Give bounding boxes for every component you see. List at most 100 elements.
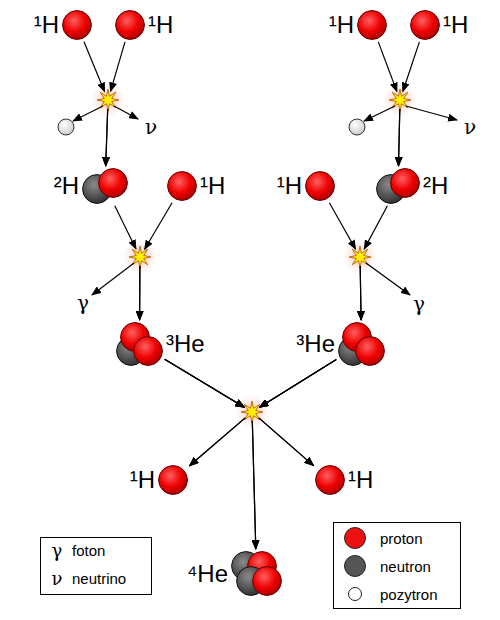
particle-cluster (357, 10, 387, 40)
reaction-arrow (329, 203, 361, 320)
proton-particle (411, 11, 440, 40)
proton-particle (134, 337, 163, 366)
particle-node: ¹H (410, 10, 440, 40)
particle-node: ¹H (62, 10, 92, 40)
particle-cluster (376, 168, 420, 204)
particle-node: ²H (376, 168, 420, 204)
reaction-arrow (190, 360, 337, 466)
nuclide-label: ²H (54, 172, 79, 200)
arrow-segment (139, 266, 140, 320)
particle-symbol: ν (52, 568, 63, 589)
legend-text: proton (380, 530, 423, 547)
arrow-segment (360, 266, 362, 320)
proton-particle (168, 172, 197, 201)
arrow-segment (378, 42, 397, 92)
particle-cluster (158, 465, 188, 495)
arrow-segment (190, 418, 246, 466)
legend-text: foton (72, 542, 105, 559)
particle-symbol: γ (413, 292, 425, 316)
nuclide-label: ¹H (200, 172, 225, 200)
proton-particle (391, 169, 420, 198)
reaction-arrow (252, 360, 336, 549)
reaction-arrow (399, 42, 420, 166)
proton-particle (306, 172, 335, 201)
proton-particle (356, 337, 385, 366)
legend-text: neutron (380, 558, 431, 575)
arrow-segment (260, 360, 337, 408)
arrow-segment (252, 421, 256, 549)
proton-particle (63, 11, 92, 40)
particle-node: ¹H (115, 10, 145, 40)
emission-line (364, 106, 395, 121)
particle-node: ³He (116, 322, 163, 366)
arrow-segment (84, 42, 105, 92)
reaction-arrow (165, 359, 314, 465)
arrow-segment (259, 418, 314, 466)
arrow-segment (106, 109, 108, 166)
particle-node: ¹H (167, 171, 197, 201)
legend-swatch (344, 555, 366, 577)
reaction-arrow (360, 206, 387, 320)
emission-line (366, 263, 410, 295)
reaction-arrow (106, 42, 125, 166)
arrow-segment (364, 206, 387, 249)
particle-symbol: γ (52, 540, 63, 561)
positron-particle (58, 119, 74, 135)
particle-symbol: ν (464, 115, 476, 139)
reaction-arrow (378, 42, 400, 166)
particle-cluster (231, 551, 282, 596)
arrow-segment (165, 359, 245, 407)
particle-cluster (62, 10, 92, 40)
emission-line (92, 263, 134, 295)
arrow-segment (165, 359, 245, 407)
nuclide-label: ²H (423, 172, 448, 200)
emission-line (406, 106, 457, 120)
proton-particle (99, 169, 128, 198)
particle-cluster (167, 171, 197, 201)
particle-node: ¹H (158, 465, 188, 495)
reaction-arrow (115, 206, 140, 320)
particle-node: ²H (82, 168, 128, 204)
proton-particle (316, 466, 345, 495)
proton-particle (159, 466, 188, 495)
arrow-segment (106, 109, 108, 166)
arrow-segment (139, 266, 140, 320)
arrow-segment (260, 360, 337, 408)
nuclide-label: ¹H (348, 466, 373, 494)
arrow-segment (115, 206, 136, 249)
emission-line (114, 106, 138, 119)
reaction-arrow (140, 203, 173, 320)
arrow-segment (145, 203, 173, 250)
particle-cluster (82, 168, 128, 204)
legend-swatch (348, 587, 362, 601)
particle-node: ¹H (357, 10, 387, 40)
proton-particle (358, 11, 387, 40)
particle-cluster (410, 10, 440, 40)
arrow-segment (360, 266, 362, 320)
nuclide-label: ¹H (130, 466, 155, 494)
particle-node: ¹H (305, 171, 335, 201)
arrow-segment (399, 109, 400, 166)
reaction-arrow (165, 359, 256, 549)
particle-node: ³He (338, 322, 385, 366)
reaction-arrow (165, 359, 246, 466)
particle-node: ⁴He (231, 551, 282, 596)
arrow-segment (329, 203, 355, 250)
nuclide-label: ⁴He (187, 560, 228, 588)
arrow-segment (111, 42, 126, 92)
nuclide-label: ¹H (34, 11, 59, 39)
arrow-segment (252, 421, 256, 549)
positron-particle (349, 119, 365, 135)
legend-text: pozytron (380, 586, 438, 603)
nuclide-label: ¹H (329, 11, 354, 39)
arrow-segment (260, 360, 337, 408)
particle-symbol: ν (145, 115, 157, 139)
nuclide-label: ³He (296, 330, 335, 358)
proton-particle (116, 11, 145, 40)
particle-symbol: γ (77, 291, 89, 315)
emission-line (73, 106, 103, 121)
reaction-arrow (259, 360, 337, 466)
nuclide-label: ¹H (277, 172, 302, 200)
particle-node: ¹H (315, 465, 345, 495)
